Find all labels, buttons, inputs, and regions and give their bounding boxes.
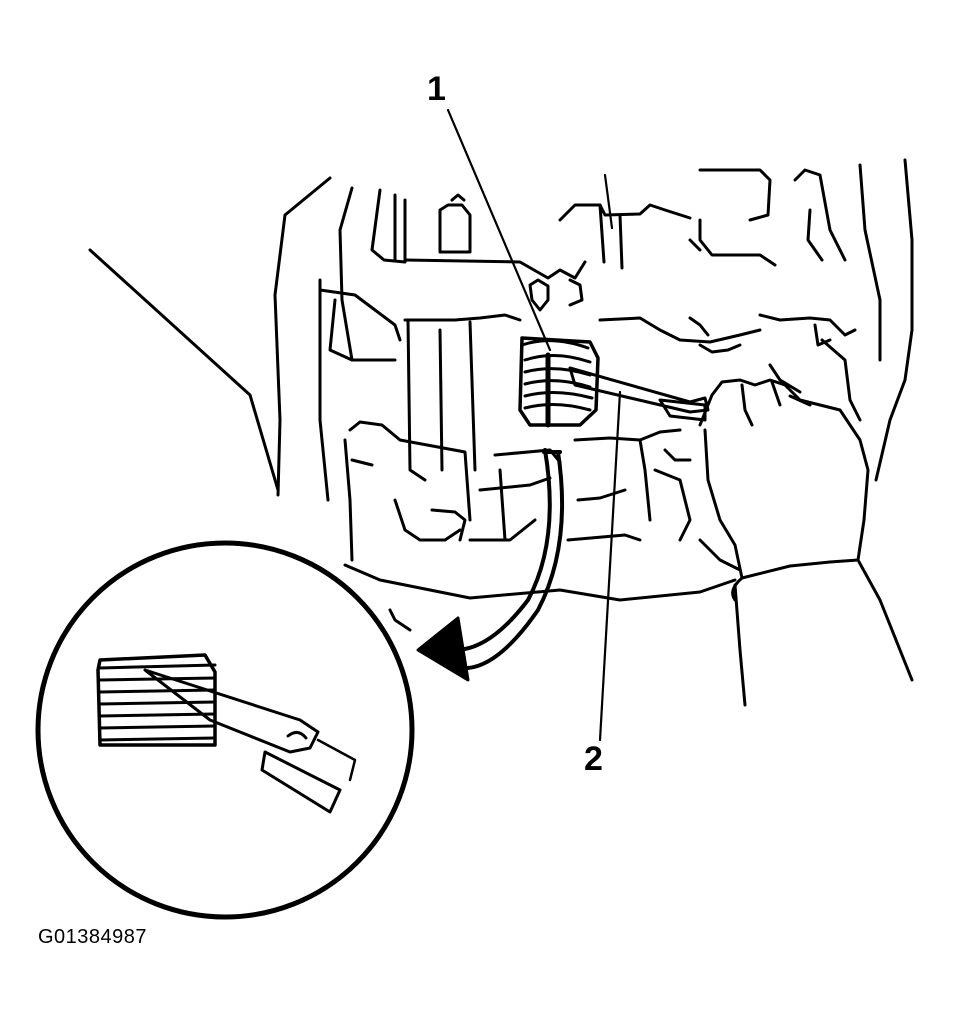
detail-arrow <box>416 448 565 682</box>
coil-spring-part <box>518 336 600 428</box>
magnified-detail-circle <box>35 540 415 920</box>
leader-line-1 <box>446 108 552 352</box>
callout-label-2: 2 <box>584 740 603 778</box>
transmission-housing <box>88 158 914 632</box>
figure-code: G01384987 <box>38 926 148 948</box>
flat-tool-part <box>568 366 710 422</box>
leader-line-2 <box>598 390 622 742</box>
callout-label-1: 1 <box>427 70 446 108</box>
hand-illustration <box>698 378 914 707</box>
callout-leaders <box>446 108 622 742</box>
